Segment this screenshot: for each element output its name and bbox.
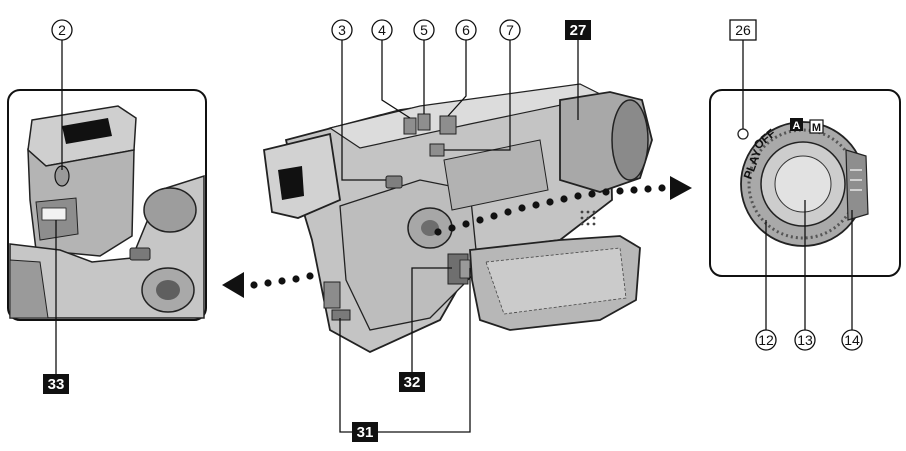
camcorder-body [263,83,653,354]
callout-4: 4 [371,19,411,119]
leader-line [411,267,452,372]
callout-13-label: 13 [797,332,813,348]
lamp-indicator [737,128,749,140]
callout-box [352,422,378,442]
leader-line-2 [378,268,471,433]
small-switch [129,247,151,261]
callout-12-label: 12 [758,332,774,348]
display-recess [443,139,549,211]
callout-27-label: 27 [570,22,587,39]
callout-12: 12 [755,220,777,351]
viewfinder-inset [7,89,207,321]
leader-line [444,40,511,151]
round-dial-center [156,280,180,300]
lens-front [611,99,649,181]
callout-26-label: 26 [735,22,751,38]
callout-14: 14 [841,210,863,351]
top-button-5 [417,113,431,131]
viewfinder-eyepiece [278,166,304,200]
callout-3: 3 [331,19,386,181]
mount-knob [143,187,197,233]
callout-7-label: 7 [506,22,514,38]
dial-auto-box [790,118,803,131]
callout-33: 33 [43,220,69,394]
top-button-7 [429,143,445,157]
callout-6: 6 [447,19,477,117]
callout-13: 13 [794,200,816,351]
eyecup-opening [62,118,112,144]
arrowhead-left [222,272,244,298]
leader-line [339,318,352,433]
dial-manual-box [809,119,824,134]
callout-33-label: 33 [48,376,65,393]
callout-6-label: 6 [462,22,470,38]
rear-button-3 [385,175,403,189]
strap-slider [459,259,471,279]
speaker-grille [580,210,596,226]
release-label-plate [41,207,67,221]
top-button-4 [403,117,417,135]
callout-32: 32 [399,267,452,392]
lock-button [845,149,869,221]
leader-line [447,40,467,117]
leader-line [341,40,386,181]
callout-4-label: 4 [378,22,386,38]
strap-stitch [485,247,627,315]
callout-2: 2 [51,19,73,170]
callout-27: 27 [565,20,591,120]
arrowhead-right [670,176,692,200]
bottom-jack [331,309,351,321]
dial-label-manual: M [812,122,821,134]
callout-14-label: 14 [844,332,860,348]
dial-label-auto: A [793,120,801,132]
callout-7: 7 [444,19,521,151]
callout-2-label: 2 [58,22,66,38]
callout-32-label: 32 [404,374,421,391]
callout-box [565,20,591,40]
callout-box [399,372,425,392]
dial-button [774,155,832,213]
top-button-6 [439,115,457,135]
callout-31-label: 31 [357,424,374,441]
callout-5: 5 [413,19,435,114]
callout-5-label: 5 [420,22,428,38]
callout-26: 26 [729,19,757,129]
callout-box [43,374,69,394]
callout-3-label: 3 [338,22,346,38]
dotted-arrow-right [434,176,692,236]
leader-line [381,40,411,119]
terminal-cover [323,281,341,309]
callout-31: 31 [339,268,471,442]
grip-edge [9,259,49,319]
